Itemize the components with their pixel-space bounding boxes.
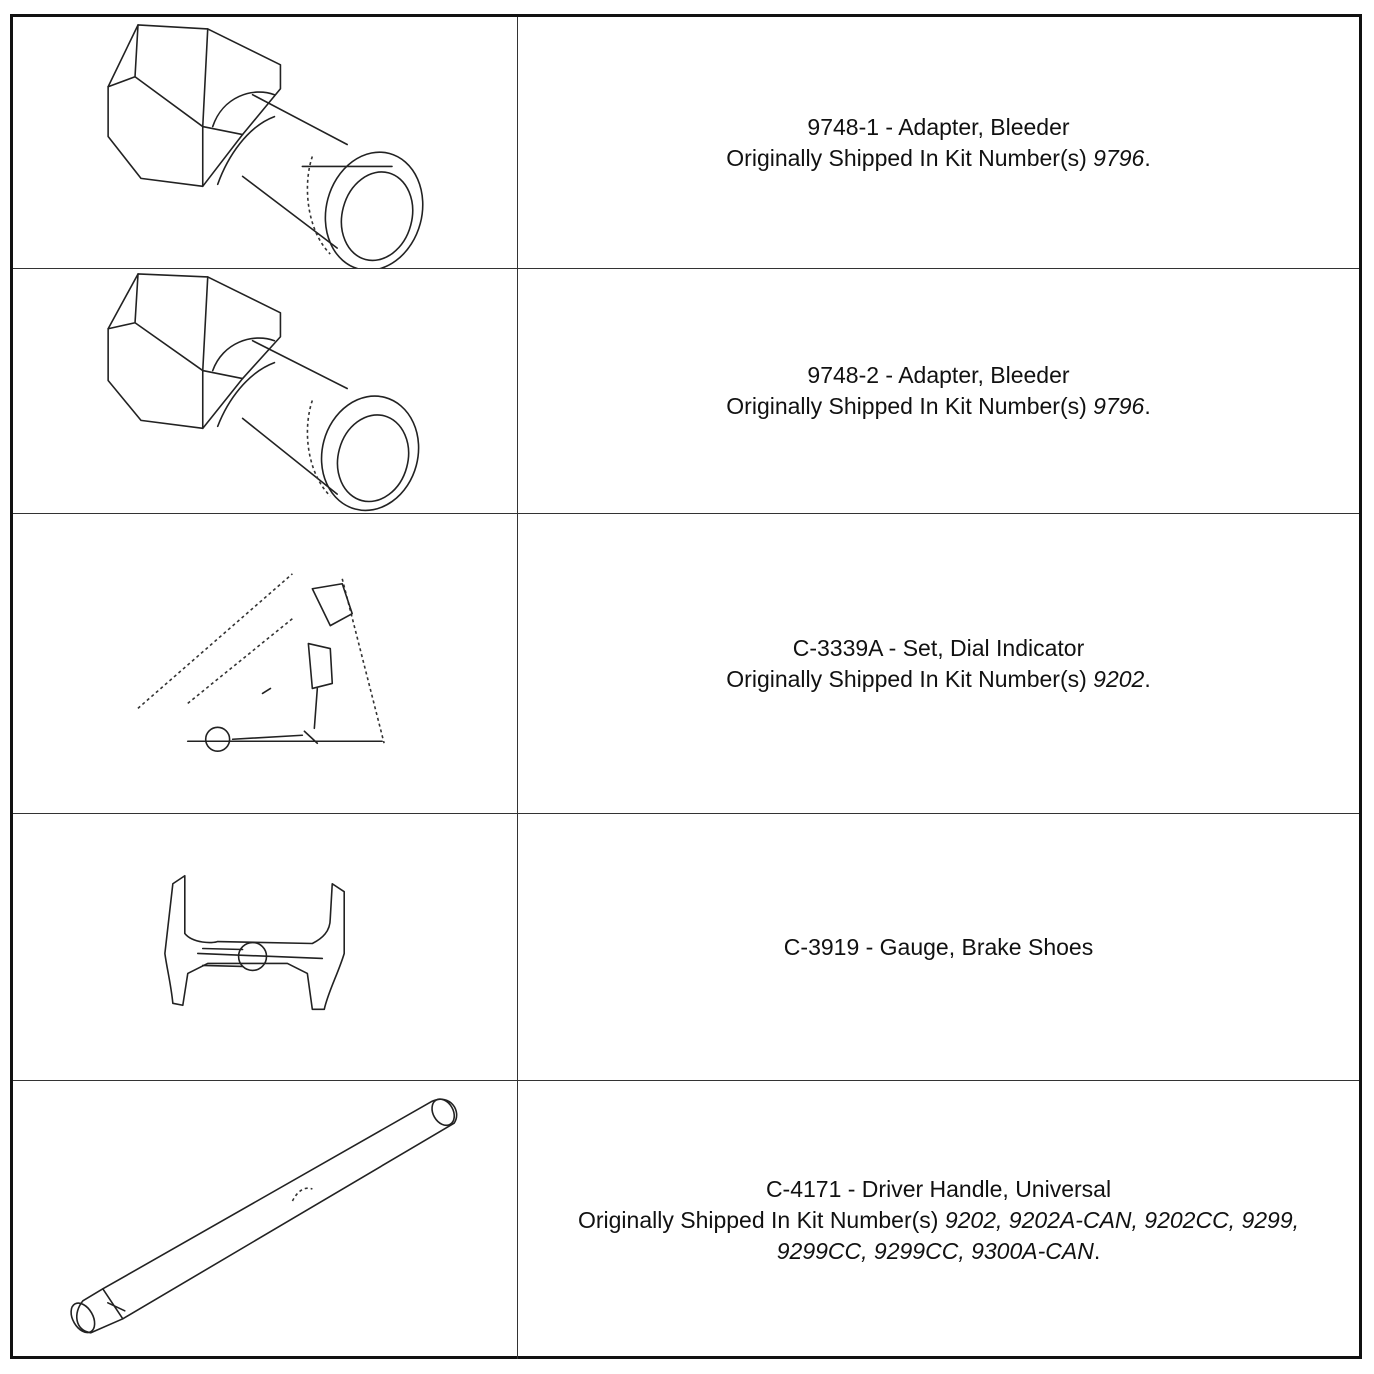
- tool-title: C-4171 - Driver Handle, Universal: [765, 1175, 1112, 1202]
- tool-kits-line: Originally Shipped In Kit Number(s) 9202…: [726, 665, 1151, 692]
- kit-numbers: 9202: [1093, 665, 1145, 692]
- tool-title: C-3339A - Set, Dial Indicator: [792, 634, 1085, 661]
- dial-indicator-set-icon: [137, 573, 385, 753]
- bleeder-adapter-icon: [107, 273, 420, 512]
- kit-numbers: 9796: [1093, 144, 1145, 171]
- tool-image-cell: [13, 1081, 518, 1359]
- tool-kits-line: Originally Shipped In Kit Number(s) 9796…: [726, 393, 1151, 419]
- tool-description: 9748-1 - Adapter, Bleeder Originally Shi…: [518, 17, 1359, 268]
- tool-title: C-3919 - Gauge, Brake Shoes: [783, 933, 1094, 960]
- tool-table: 9748-1 - Adapter, Bleeder Originally Shi…: [10, 14, 1362, 1359]
- tool-image-cell: [13, 514, 518, 813]
- tool-description: C-4171 - Driver Handle, Universal Origin…: [518, 1081, 1359, 1359]
- tool-image-cell: [13, 814, 518, 1080]
- kit-numbers: 9796: [1093, 393, 1145, 419]
- table-row: 9748-1 - Adapter, Bleeder Originally Shi…: [13, 17, 1359, 269]
- table-row: 9748-2 - Adapter, Bleeder Originally Shi…: [13, 269, 1359, 514]
- tool-kits-line: Originally Shipped In Kit Number(s) 9796…: [726, 144, 1151, 171]
- table-row: C-4171 - Driver Handle, Universal Origin…: [13, 1081, 1359, 1359]
- table-row: C-3919 - Gauge, Brake Shoes: [13, 814, 1359, 1081]
- driver-handle-icon: [70, 1098, 458, 1334]
- table-row: C-3339A - Set, Dial Indicator Originally…: [13, 514, 1359, 814]
- tool-description: 9748-2 - Adapter, Bleeder Originally Shi…: [518, 269, 1359, 513]
- tool-kits-line-2: 9299CC, 9299CC, 9300A-CAN.: [776, 1237, 1101, 1264]
- brake-shoe-gauge-icon: [164, 874, 345, 1011]
- tool-image-cell: [13, 17, 518, 268]
- tool-description: C-3919 - Gauge, Brake Shoes: [518, 814, 1359, 1080]
- kit-numbers: 9299CC, 9299CC, 9300A-CAN: [776, 1237, 1094, 1264]
- tool-image-cell: [13, 269, 518, 513]
- tool-title: 9748-1 - Adapter, Bleeder: [807, 113, 1070, 140]
- bleeder-adapter-icon: [107, 24, 424, 268]
- tool-title: 9748-2 - Adapter, Bleeder: [807, 362, 1070, 388]
- kit-numbers: 9202, 9202A-CAN, 9202CC, 9299,: [944, 1206, 1300, 1233]
- tool-description: C-3339A - Set, Dial Indicator Originally…: [518, 514, 1359, 813]
- tool-kits-line: Originally Shipped In Kit Number(s) 9202…: [577, 1206, 1300, 1233]
